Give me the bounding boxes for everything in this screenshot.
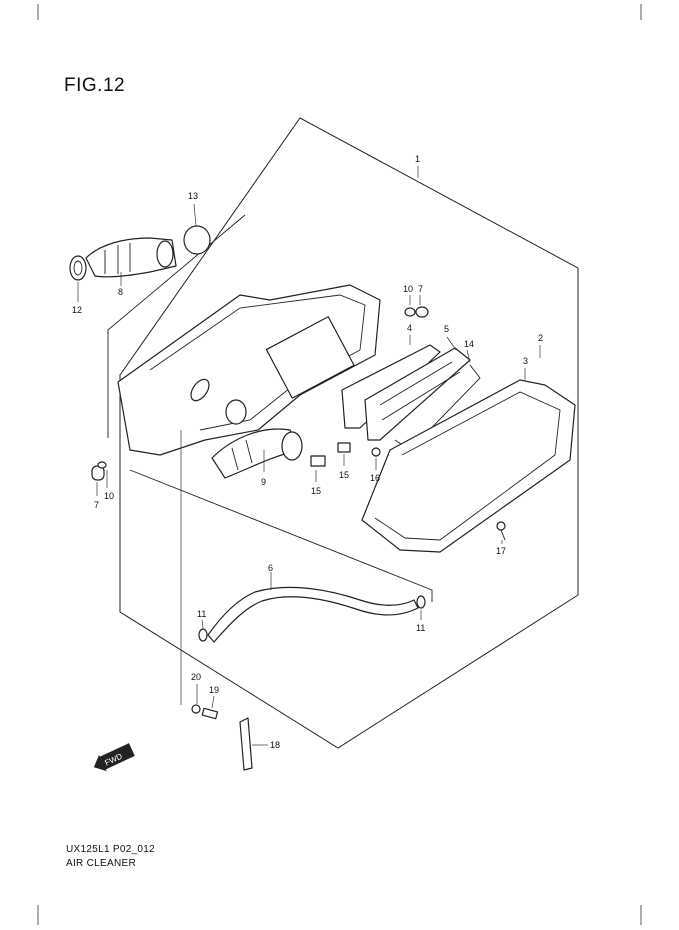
part-label: 14 [464,339,474,349]
clamp-part [69,255,87,281]
part-label: 20 [191,672,201,682]
damper-part-b [337,442,351,453]
drain-hose-part [207,586,419,643]
part-label: 3 [523,356,528,366]
part-label: 10 [104,491,114,501]
part-label: 6 [268,563,273,573]
part-label: 10 [403,284,413,294]
part-label: 11 [197,609,206,619]
screw-part-16 [371,447,381,457]
part-label: 15 [311,486,321,496]
part-label: 4 [407,323,412,333]
part-label: 8 [118,287,123,297]
filter-frame-part [364,347,471,441]
bolt-part [201,707,219,720]
part-label: 9 [261,477,266,487]
bracket-part [239,717,253,771]
part-label: 2 [538,333,543,343]
screw-part-17 [496,521,506,541]
part-label: 13 [188,191,198,201]
part-label: 11 [416,623,425,633]
part-label: 18 [270,740,280,750]
part-label: 7 [418,284,423,294]
part-label: 1 [415,154,420,164]
part-number-labels: 1 2 3 4 5 6 7 7 8 9 10 10 11 11 12 13 14… [72,154,543,750]
o-ring-part [183,225,211,255]
part-label: 16 [370,473,380,483]
intake-duct-part [85,237,177,278]
part-label: 15 [339,470,349,480]
figure-title: FIG.12 [64,75,126,96]
plug-part-upper [404,306,429,318]
inner-duct-part [211,428,303,479]
hose-clamp-right-part [416,595,426,609]
washer-part [191,704,201,714]
leader-lines [77,166,541,746]
part-label: 17 [496,546,506,556]
part-label: 7 [94,500,99,510]
diagram-caption: AIR CLEANER [66,858,136,869]
crop-marks [37,4,642,925]
air-cleaner-cover-part [361,379,576,553]
assembly-boundary [119,117,579,749]
part-label: 5 [444,324,449,334]
hose-clamp-left-part [198,628,208,642]
plug-part-lower [91,461,107,481]
part-label: 12 [72,305,82,315]
diagram-code: UX125L1 P02_012 [66,844,156,855]
forward-direction-icon: FWD [93,743,135,772]
damper-part-a [310,455,326,467]
air-cleaner-case-part [117,284,381,456]
subassembly-line-lower [129,469,433,602]
part-label: 19 [209,685,219,695]
